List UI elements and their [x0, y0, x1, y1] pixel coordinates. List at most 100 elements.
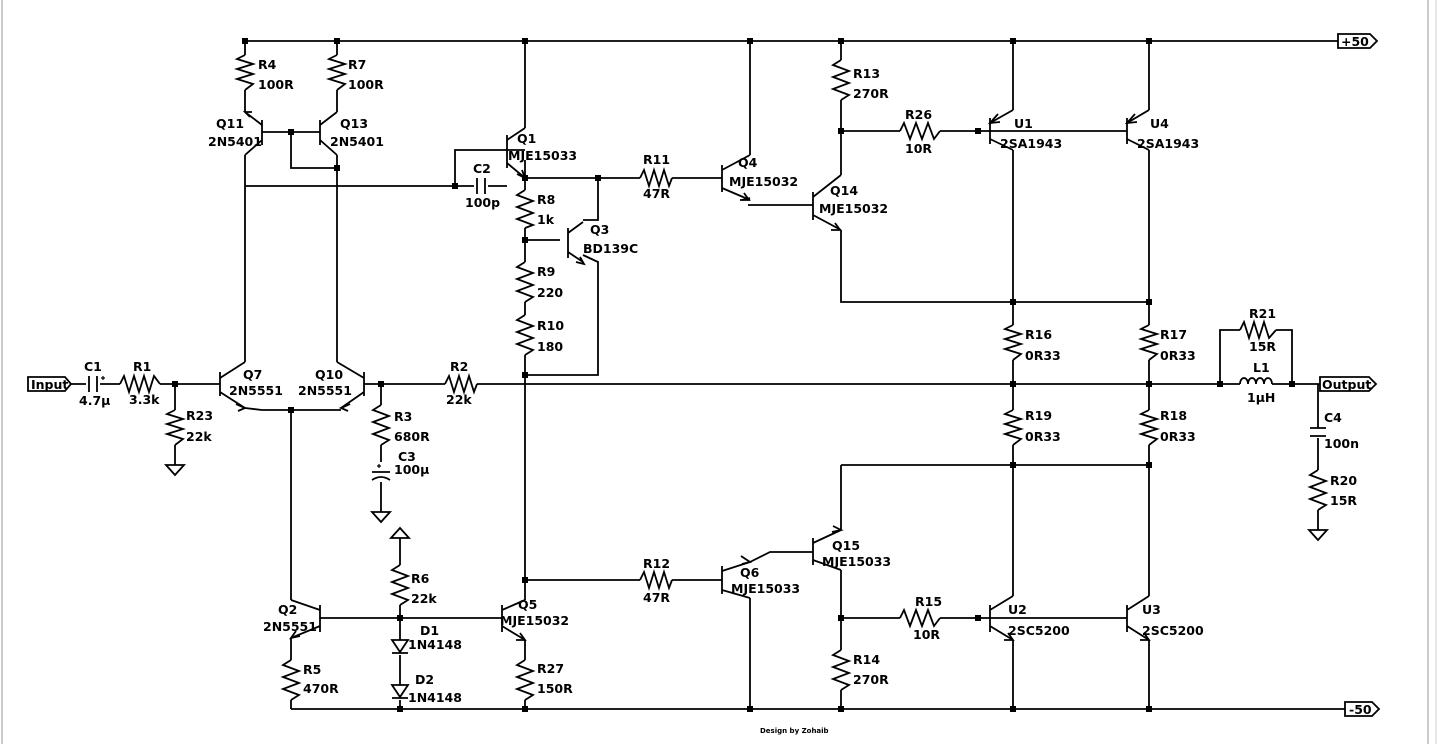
- q15-value: MJE15033: [822, 554, 891, 569]
- port-vneg: -50: [1344, 701, 1381, 717]
- wires: [70, 40, 1345, 710]
- r19-name: R19: [1025, 408, 1052, 423]
- r20-symbol: [1307, 469, 1329, 511]
- r14-symbol: [830, 649, 852, 691]
- c3-name: C3: [398, 449, 416, 464]
- r2-value: 22k: [446, 392, 472, 407]
- q4-name: Q4: [738, 155, 758, 170]
- r21-symbol: [1239, 318, 1277, 342]
- r14-name: R14: [853, 652, 880, 667]
- r26-value: 10R: [905, 141, 932, 156]
- q11-symbol: [242, 111, 263, 156]
- r2-symbol: [444, 372, 478, 396]
- port-input-label: Input: [31, 377, 68, 392]
- c1-value: 4.7µ: [79, 393, 110, 408]
- u3-value: 2SC5200: [1142, 623, 1204, 638]
- q3-symbol: [567, 221, 586, 266]
- port-output: Output: [1319, 376, 1378, 392]
- capacitor-symbols: [88, 178, 1326, 481]
- u1-symbol: [987, 109, 1014, 151]
- c2-value: 100p: [465, 195, 500, 210]
- c4-value: 100n: [1324, 436, 1359, 451]
- r15-value: 10R: [913, 627, 940, 642]
- supply-r6: [388, 526, 412, 539]
- r18-name: R18: [1160, 408, 1187, 423]
- r14-value: 270R: [853, 672, 889, 687]
- l1-symbol: [1239, 377, 1273, 385]
- q6-symbol: [721, 555, 753, 599]
- q13-name: Q13: [340, 116, 368, 131]
- c3-symbol: [371, 464, 391, 481]
- q3-value: BD139C: [583, 241, 638, 256]
- r11-symbol: [639, 166, 673, 190]
- q4-value: MJE15032: [729, 174, 798, 189]
- l1-value: 1µH: [1247, 390, 1275, 405]
- r21-value: 15R: [1249, 339, 1276, 354]
- q10-value: 2N5551: [298, 383, 352, 398]
- r10-value: 180: [537, 339, 563, 354]
- q11-name: Q11: [216, 116, 244, 131]
- r12-value: 47R: [643, 590, 670, 605]
- q2-symbol: [288, 599, 321, 640]
- d2-symbol: [390, 684, 410, 699]
- q7-symbol: [219, 361, 248, 412]
- port-vpos: +50: [1337, 33, 1379, 49]
- designer-credit: Design by Zohaib: [760, 727, 829, 735]
- r5-symbol: [280, 659, 302, 701]
- ground-r20: [1306, 529, 1330, 542]
- r11-name: R11: [643, 152, 670, 167]
- r26-symbol: [899, 120, 941, 142]
- r12-name: R12: [643, 556, 670, 571]
- q6-value: MJE15033: [731, 581, 800, 596]
- q5-value: MJE15032: [500, 613, 569, 628]
- r11-value: 47R: [643, 186, 670, 201]
- r18-symbol: [1137, 409, 1161, 446]
- ground-r23: [163, 464, 187, 477]
- r20-value: 15R: [1330, 493, 1357, 508]
- r13-name: R13: [853, 66, 880, 81]
- r17-name: R17: [1160, 327, 1187, 342]
- r16-value: 0R33: [1025, 348, 1061, 363]
- r16-symbol: [1001, 324, 1025, 361]
- d1-name: D1: [420, 623, 439, 638]
- q13-value: 2N5401: [330, 134, 384, 149]
- q2-value: 2N5551: [263, 619, 317, 634]
- ground-symbols: [163, 464, 1330, 542]
- r7-name: R7: [348, 57, 366, 72]
- diode-symbols: [390, 639, 410, 699]
- r10-name: R10: [537, 318, 564, 333]
- r12-symbol: [639, 568, 673, 592]
- r19-value: 0R33: [1025, 429, 1061, 444]
- q15-symbol: [812, 525, 844, 571]
- r7-value: 100R: [348, 77, 384, 92]
- r23-symbol: [163, 409, 187, 446]
- q10-symbol: [336, 361, 365, 412]
- q7-name: Q7: [243, 367, 262, 382]
- r27-name: R27: [537, 661, 564, 676]
- q4-symbol: [721, 154, 751, 201]
- r17-value: 0R33: [1160, 348, 1196, 363]
- c4-name: C4: [1324, 410, 1342, 425]
- q14-name: Q14: [830, 183, 858, 198]
- r9-value: 220: [537, 285, 563, 300]
- u4-value: 2SA1943: [1137, 136, 1199, 151]
- d1-value: 1N4148: [408, 637, 462, 652]
- u2-name: U2: [1008, 602, 1027, 617]
- r15-symbol: [899, 607, 941, 629]
- d1-symbol: [390, 639, 410, 654]
- u2-value: 2SC5200: [1008, 623, 1070, 638]
- r1-value: 3.3k: [129, 392, 160, 407]
- port-vneg-label: -50: [1349, 702, 1372, 717]
- u4-symbol: [1124, 109, 1150, 151]
- ground-c3: [369, 511, 393, 524]
- r9-symbol: [514, 261, 536, 303]
- q6-name: Q6: [740, 565, 760, 580]
- u4-name: U4: [1150, 116, 1169, 131]
- r27-symbol: [514, 659, 536, 701]
- c2-symbol: [476, 178, 486, 194]
- r23-value: 22k: [186, 429, 212, 444]
- q5-symbol: [501, 599, 527, 641]
- q2-name: Q2: [278, 602, 297, 617]
- r3-symbol: [370, 404, 392, 446]
